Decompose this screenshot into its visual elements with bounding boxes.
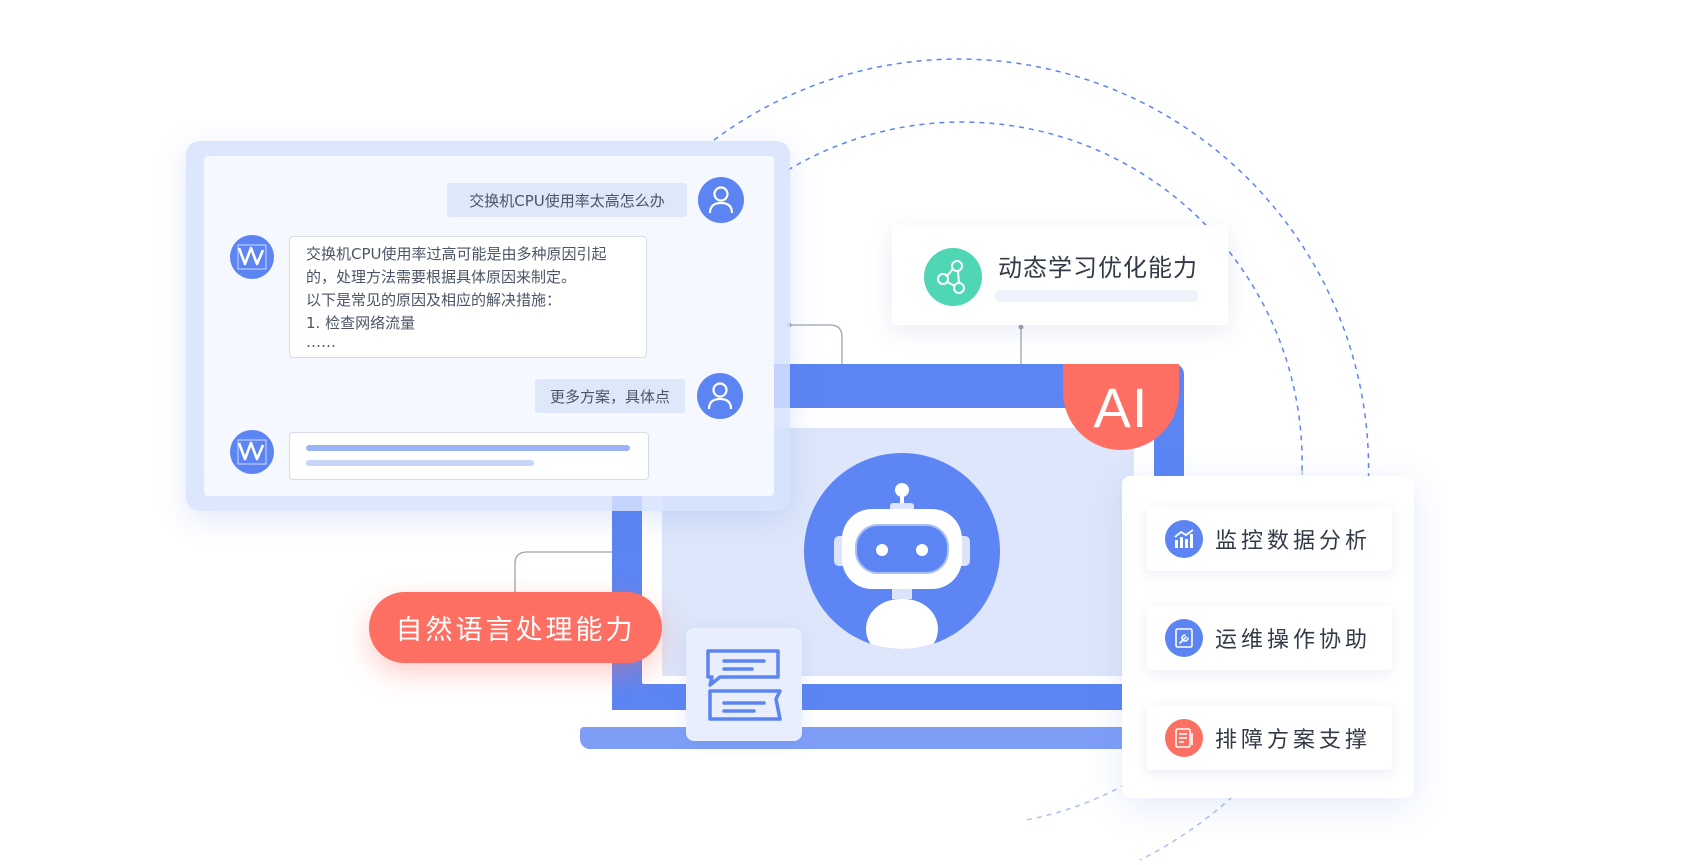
user-avatar-1 xyxy=(698,177,744,223)
feature-label: 排障方案支撑 xyxy=(1215,728,1372,753)
ai-badge: AI xyxy=(1063,364,1179,450)
robot-icon xyxy=(834,483,970,649)
dynamic-learning-title: 动态学习优化能力 xyxy=(998,254,1198,282)
bot-logo-icon xyxy=(237,244,267,270)
laptop-base xyxy=(580,727,1216,749)
feature-ops-assist: 运维操作协助 xyxy=(1147,606,1392,670)
feature-label: 运维操作协助 xyxy=(1215,628,1372,653)
feature-troubleshoot-support: 排障方案支撑 xyxy=(1147,706,1392,770)
chat-bubbles-icon xyxy=(706,648,782,721)
feature-monitoring-analysis: 监控数据分析 xyxy=(1147,507,1392,571)
bot-message-1-line: 1. 检查网络流量 xyxy=(306,314,416,332)
nlp-capability-pill: 自然语言处理能力 xyxy=(369,592,662,663)
share-nodes-icon xyxy=(937,260,965,294)
wrench-doc-icon xyxy=(1165,619,1203,657)
feature-label: 监控数据分析 xyxy=(1215,529,1372,554)
bot-logo-icon xyxy=(237,439,267,465)
bot-message-1-line: …… xyxy=(306,333,336,351)
bot-message-1-line: 以下是常见的原因及相应的解决措施： xyxy=(306,291,562,309)
message-tile xyxy=(686,628,802,741)
bot-message-1-line: 的，处理方法需要根据具体原因来制定。 xyxy=(306,268,577,286)
user-message-2: 更多方案，具体点 xyxy=(535,379,685,413)
robot-avatar xyxy=(804,453,1000,649)
typing-bar xyxy=(306,460,534,466)
document-icon xyxy=(1165,719,1203,757)
user-message-1: 交换机CPU使用率太高怎么办 xyxy=(447,183,687,217)
user-avatar-2 xyxy=(697,373,743,419)
bot-avatar-1 xyxy=(230,235,274,279)
typing-bar xyxy=(306,445,630,451)
dynamic-learning-bar xyxy=(995,290,1198,302)
bot-message-typing xyxy=(289,432,649,480)
bot-message-1: 交换机CPU使用率过高可能是由多种原因引起 的，处理方法需要根据具体原因来制定。… xyxy=(289,236,647,358)
user-icon xyxy=(707,382,733,410)
bot-message-1-line: 交换机CPU使用率过高可能是由多种原因引起 xyxy=(306,245,607,263)
laptop-slot xyxy=(866,712,938,720)
bot-avatar-2 xyxy=(230,430,274,474)
dynamic-learning-icon xyxy=(924,248,982,306)
user-icon xyxy=(708,186,734,214)
bar-chart-icon xyxy=(1165,520,1203,558)
